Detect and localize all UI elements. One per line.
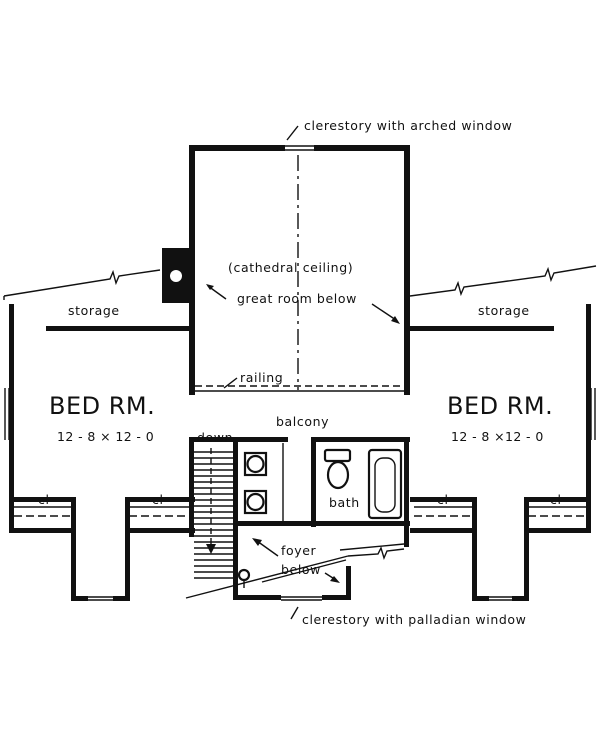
foyer-opening [233,520,409,620]
right-bedroom-walls [409,265,597,601]
balcony-label: balcony [276,414,329,429]
closet-label-4: cl [550,492,562,507]
leader-lines [206,125,400,389]
great-room-label: great room below [237,291,357,306]
left-bedroom-name: BED RM. [49,392,155,420]
railing-label: railing [240,370,283,385]
great-room-walls [162,145,410,395]
clerestory-palladian-label: clerestory with palladian window [302,612,526,627]
storage-right-label: storage [478,303,530,318]
railing [195,385,404,392]
foyer-below-label: below [281,562,321,577]
left-bedroom-size: 12 - 8 × 12 - 0 [57,429,154,444]
bath-label: bath [329,495,360,510]
storage-left-label: storage [68,303,120,318]
left-bedroom-walls [3,269,195,601]
down-label: down [197,430,233,445]
closet-label-3: cl [437,492,449,507]
bath-core [238,437,410,527]
cathedral-ceiling-label: (cathedral ceiling) [228,260,353,275]
right-bedroom-name: BED RM. [447,392,553,420]
right-bedroom-size: 12 - 8 ×12 - 0 [451,429,544,444]
closet-label-2: cl [152,492,164,507]
closet-label-1: cl [38,492,50,507]
clerestory-arched-label: clerestory with arched window [304,118,512,133]
foyer-label: foyer [281,543,317,558]
stair [185,437,349,599]
